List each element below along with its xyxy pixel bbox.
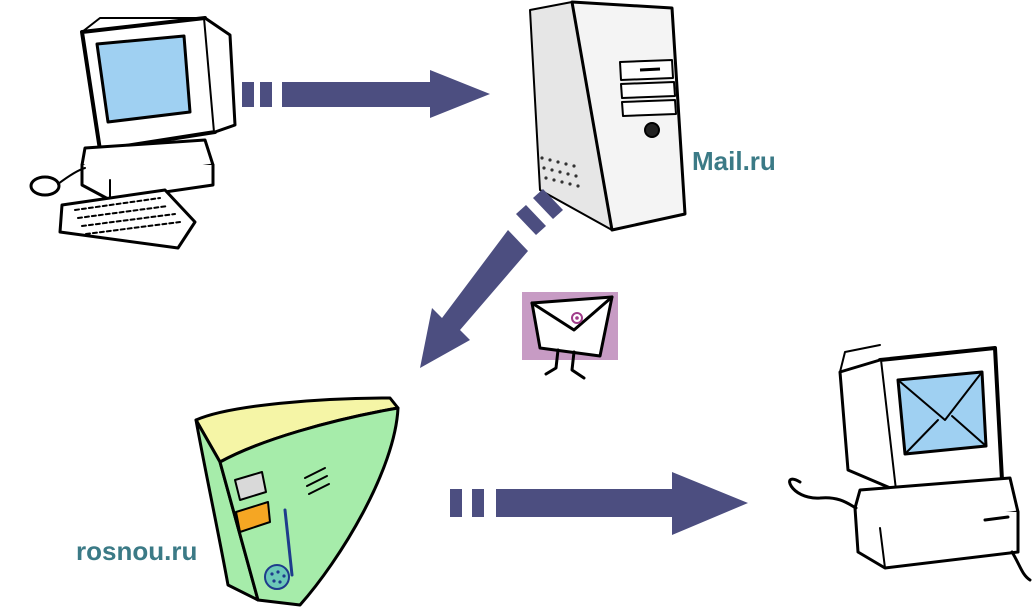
receiver-server-icon [194, 396, 400, 607]
arrow-to-mail-server [242, 70, 490, 118]
sender-computer-icon [29, 16, 237, 250]
arrow-to-recipient [450, 472, 748, 535]
walking-envelope-icon [522, 292, 618, 380]
arrow-to-local-server [420, 189, 563, 368]
recipient-computer-icon [788, 344, 1032, 582]
mail-server-label: Mail.ru [692, 146, 776, 176]
mail-server-tower-icon [529, 0, 687, 232]
local-server-label: rosnou.ru [76, 536, 198, 566]
